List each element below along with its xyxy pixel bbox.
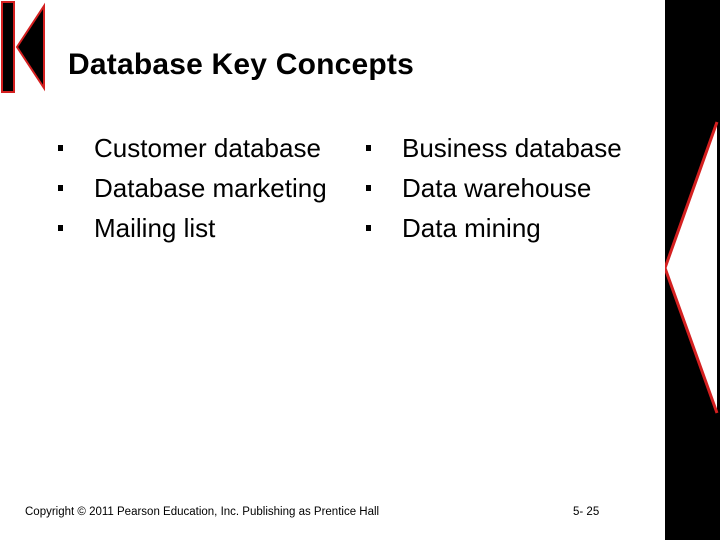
bullet-text: Data warehouse bbox=[402, 173, 592, 203]
bullet-icon bbox=[366, 185, 371, 191]
bullet-text: Data mining bbox=[402, 213, 541, 243]
bullet-icon bbox=[366, 145, 371, 151]
bullet-text: Mailing list bbox=[94, 213, 216, 243]
bullet-text: Database marketing bbox=[94, 173, 327, 203]
bullet-icon bbox=[58, 185, 63, 191]
side-bar-decoration bbox=[665, 0, 720, 540]
slide-title: Database Key Concepts bbox=[68, 48, 414, 81]
bullet-icon bbox=[366, 225, 371, 231]
k-logo-icon bbox=[1, 1, 45, 93]
bullet-text: Business database bbox=[402, 133, 622, 163]
bullet-icon bbox=[58, 225, 63, 231]
copyright-footer: Copyright © 2011 Pearson Education, Inc.… bbox=[25, 506, 380, 518]
bullet-text: Customer database bbox=[94, 133, 321, 163]
bullet-icon bbox=[58, 145, 63, 151]
page-number: 5- 25 bbox=[573, 506, 600, 518]
